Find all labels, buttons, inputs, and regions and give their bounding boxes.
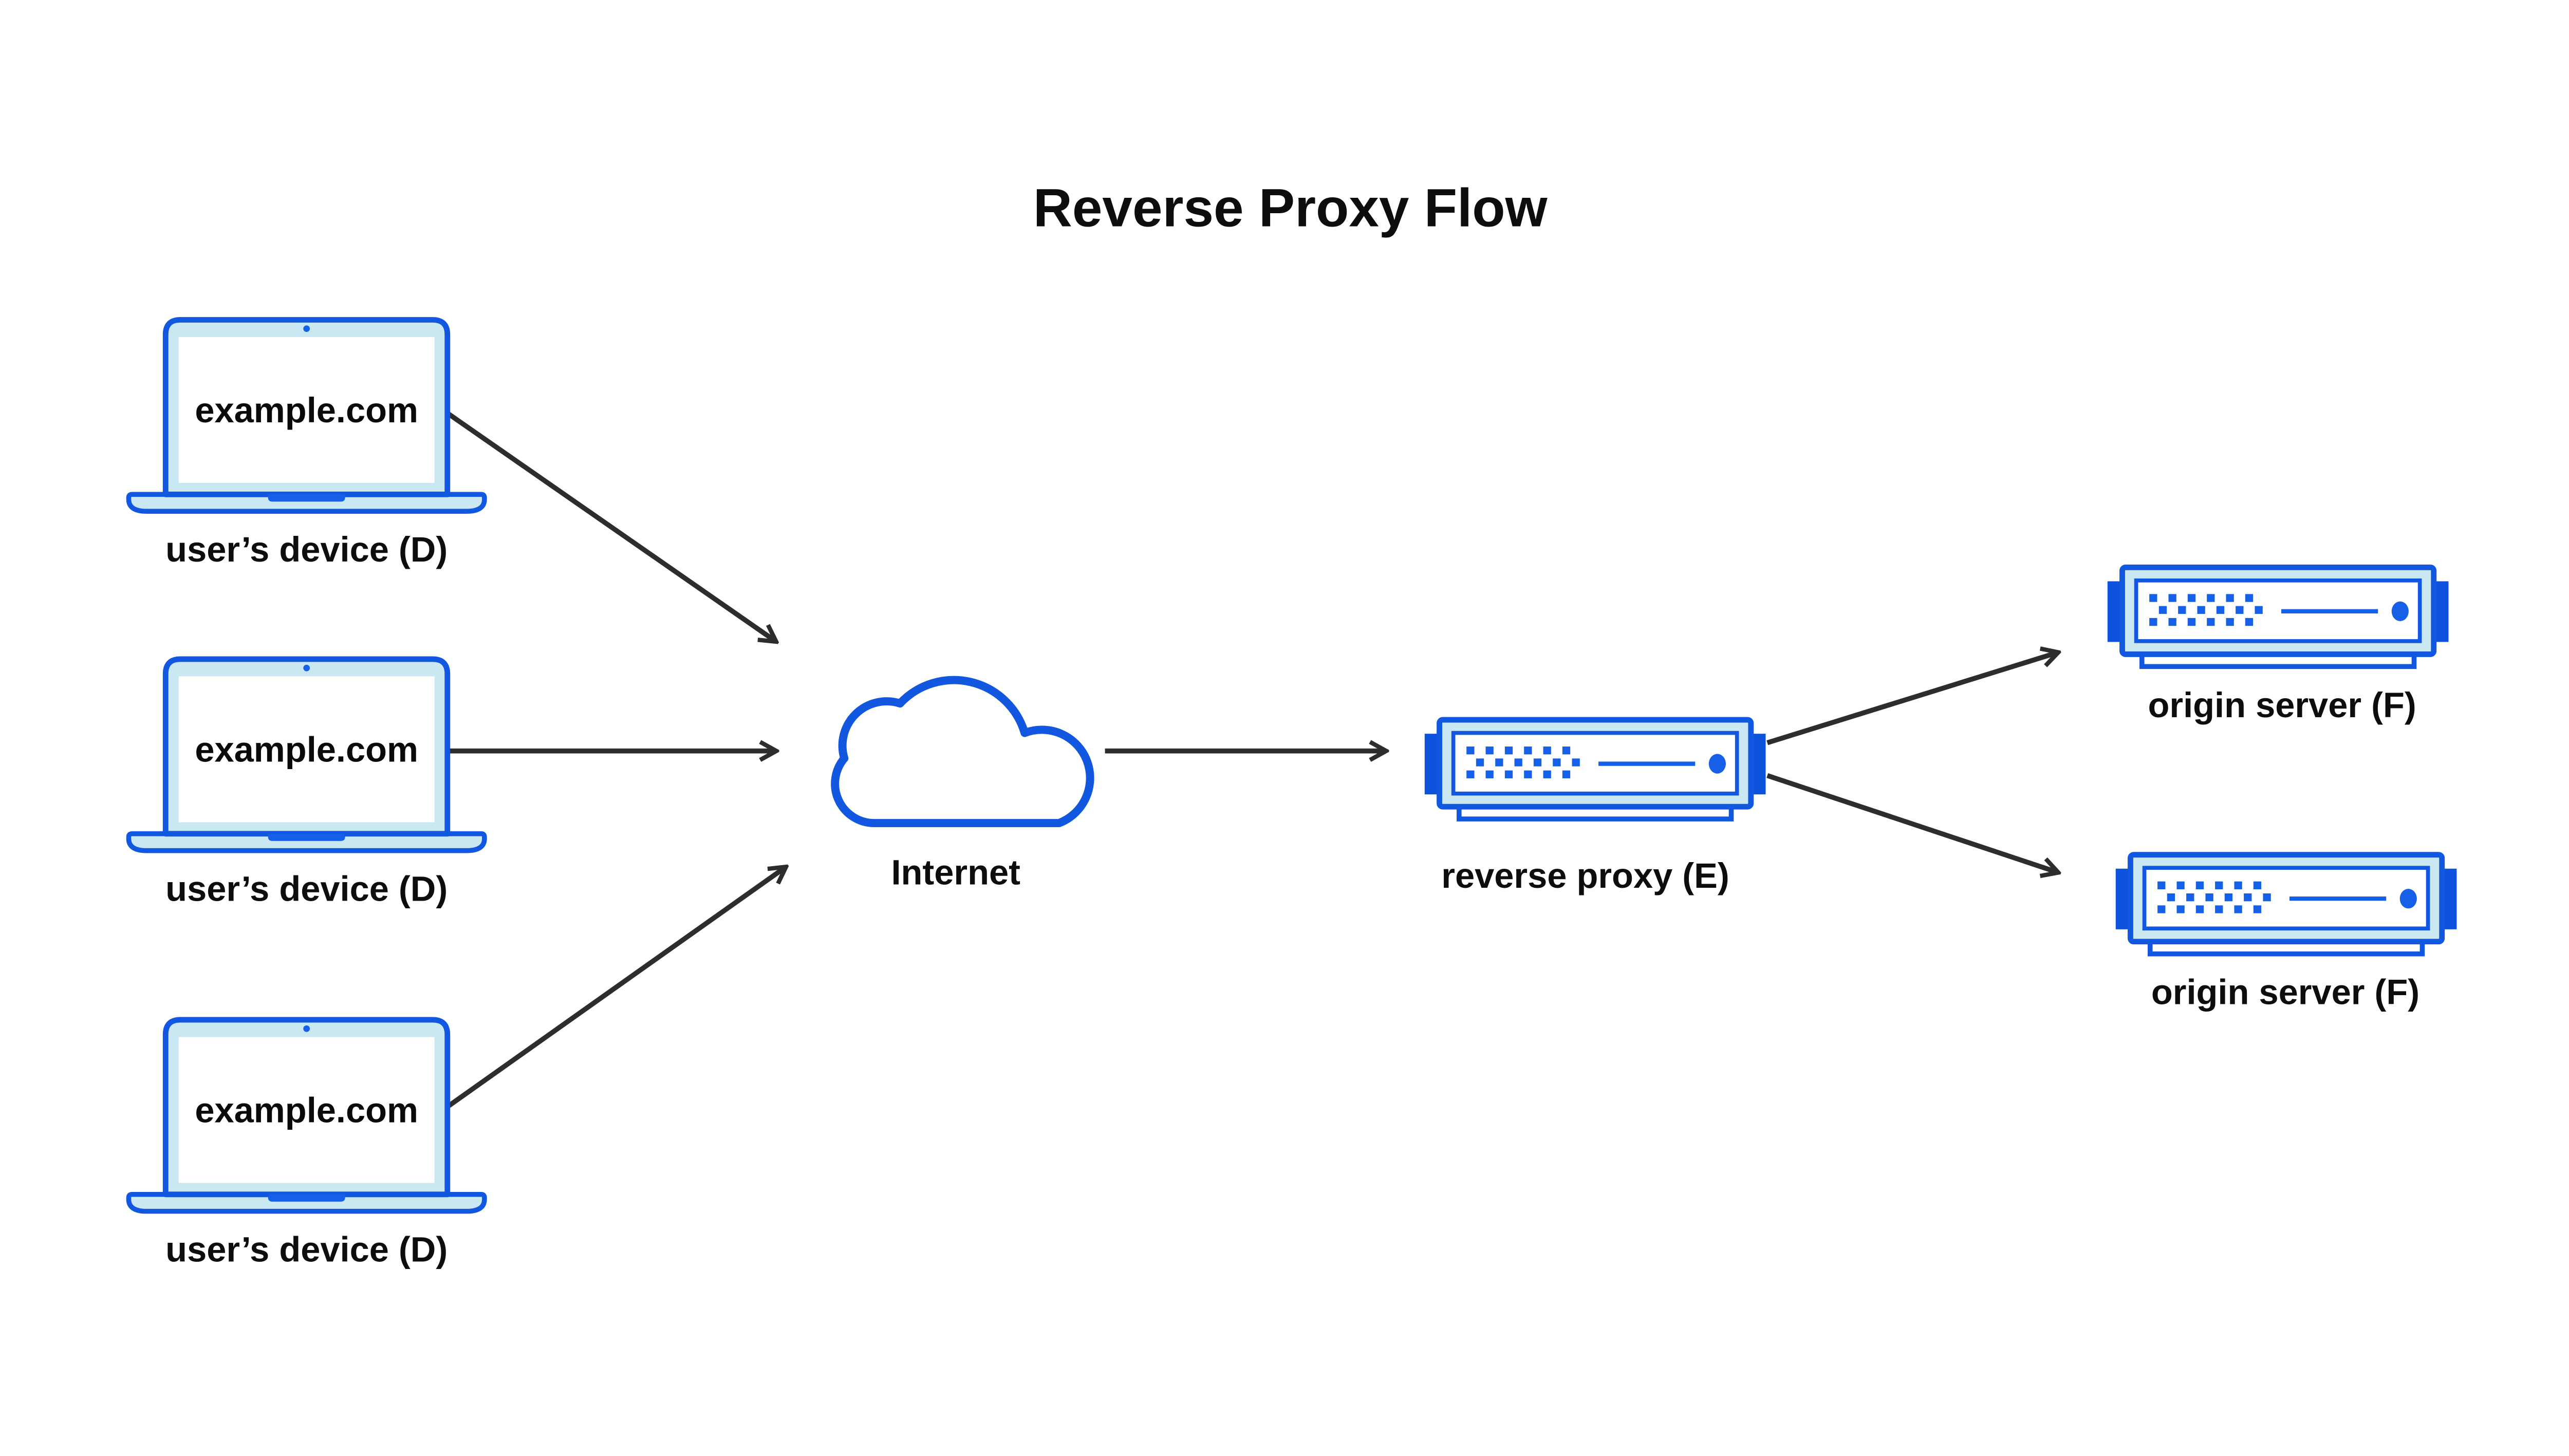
device2-screen-url: example.com	[195, 730, 418, 769]
origin-server-1: origin server (F)	[2108, 567, 2449, 725]
internet-label: Internet	[891, 853, 1020, 892]
user-device-2: example.com user’s device (D)	[128, 659, 484, 909]
user-device-3: example.com user’s device (D)	[128, 1020, 484, 1270]
device2-label: user’s device (D)	[165, 869, 448, 909]
arrow-proxy-to-origin2	[1766, 773, 2058, 872]
reverse-proxy: reverse proxy (E)	[1425, 720, 1766, 895]
arrow-proxy-to-origin1	[1766, 652, 2058, 745]
device3-screen-url: example.com	[195, 1090, 418, 1130]
user-device-1: example.com user’s device (D)	[128, 320, 484, 569]
internet: Internet	[831, 676, 1094, 892]
origin-server2-label: origin server (F)	[2151, 973, 2419, 1012]
device3-label: user’s device (D)	[165, 1230, 448, 1270]
origin-server-2: origin server (F)	[2116, 855, 2457, 1012]
device1-screen-url: example.com	[195, 390, 418, 430]
server-icon	[2108, 567, 2449, 666]
cloud-icon	[831, 676, 1094, 828]
diagram-title: Reverse Proxy Flow	[1033, 178, 1548, 238]
server-icon	[2116, 855, 2457, 954]
device1-label: user’s device (D)	[165, 530, 448, 569]
edges	[446, 411, 2058, 1109]
origin-server1-label: origin server (F)	[2148, 685, 2416, 725]
arrow-device3-to-internet	[446, 867, 785, 1109]
reverse-proxy-label: reverse proxy (E)	[1441, 856, 1729, 895]
arrow-device1-to-internet	[446, 411, 775, 641]
server-icon	[1425, 720, 1766, 819]
